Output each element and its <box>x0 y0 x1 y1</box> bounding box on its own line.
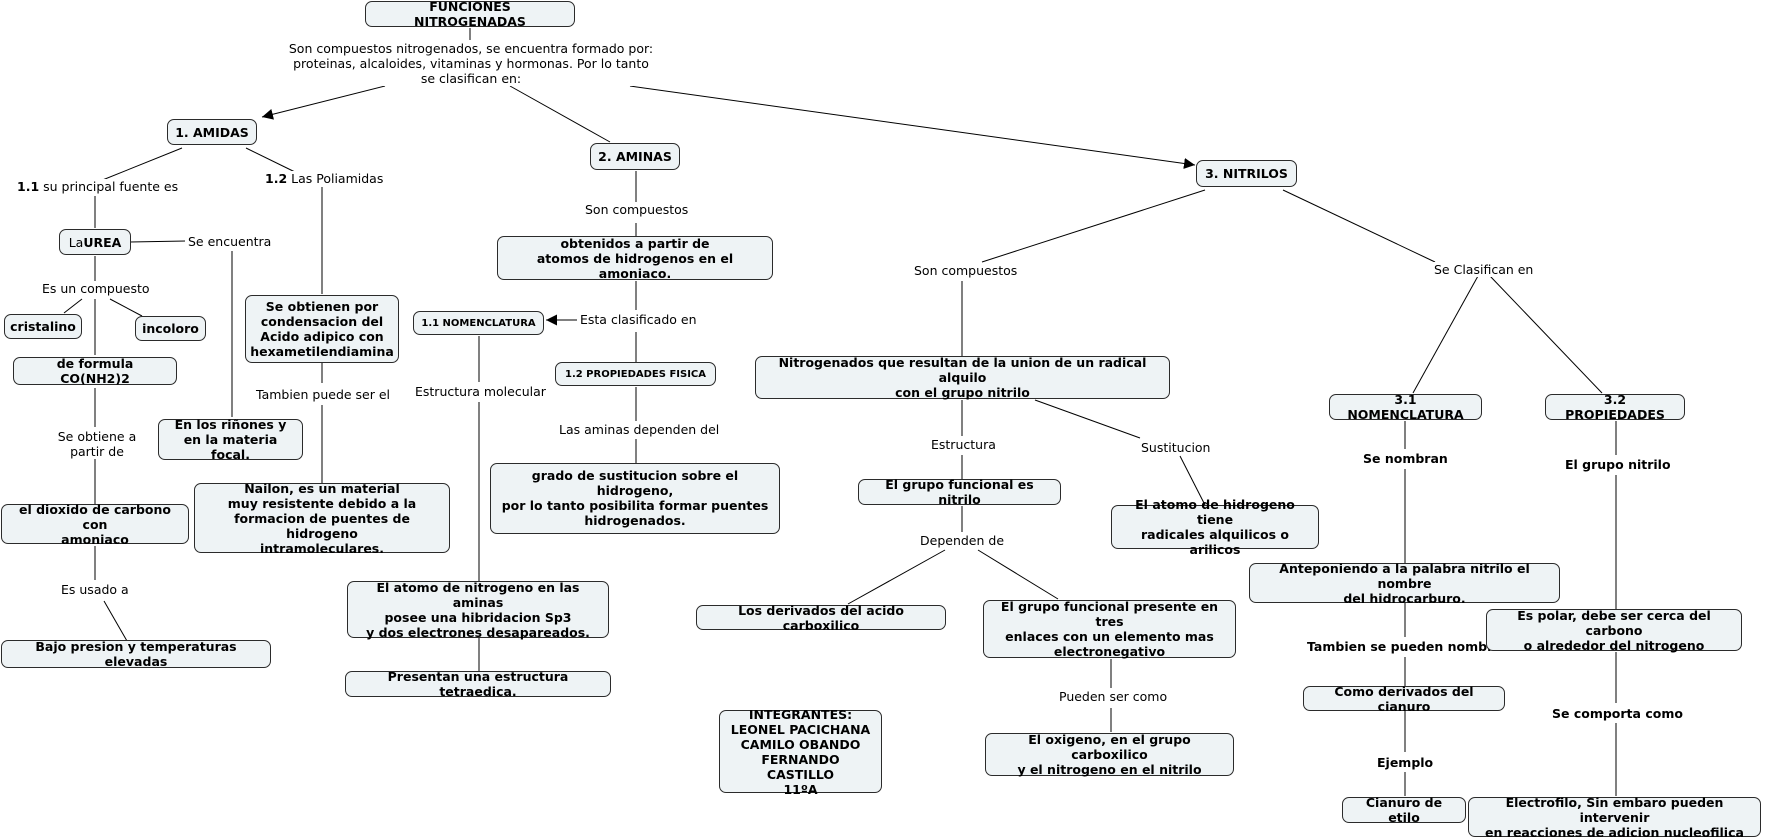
propiedades-nitrilos-node[interactable]: 3.2 PROPIEDADES <box>1545 392 1685 422</box>
amidas-node[interactable]: 1. AMIDAS <box>167 119 257 145</box>
urea-node[interactable]: La UREA <box>59 229 131 255</box>
label-son-compuestos-aminas: Son compuestos <box>582 202 692 217</box>
intro-text: Son compuestos nitrogenados, se encuentr… <box>282 41 660 86</box>
label-poliamidas: 1.2 Las Poliamidas <box>262 171 387 186</box>
grupo-tres-enlaces-node[interactable]: El grupo funcional presente en tres enla… <box>983 599 1236 659</box>
grupo-funcional-node[interactable]: El grupo funcional es nitrilo <box>858 477 1061 507</box>
label-es-usado: Es usado a <box>58 582 132 597</box>
cristalino-node[interactable]: cristalino <box>4 314 82 339</box>
label-se-encuentra: Se encuentra <box>185 234 275 249</box>
obtenidos-node[interactable]: obtenidos a partir de atomos de hidrogen… <box>497 236 773 281</box>
oxigeno-node[interactable]: El oxigeno, en el grupo carboxilico y el… <box>985 732 1234 777</box>
label-se-comporta: Se comporta como <box>1549 706 1686 721</box>
label-principal-fuente: 1.1 su principal fuente es <box>14 179 182 194</box>
formula-node[interactable]: de formula CO(NH2)2 <box>13 356 177 386</box>
cianuro-etilo-node[interactable]: Cianuro de etilo <box>1342 795 1466 825</box>
nomenclatura-nitrilos-node[interactable]: 3.1 NOMENCLATURA <box>1329 392 1482 422</box>
label-se-nombran: Se nombran <box>1360 451 1451 466</box>
label-tambien-nombrar: Tambien se pueden nombrar <box>1304 639 1511 654</box>
es-polar-node[interactable]: Es polar, debe ser cerca del carbono o a… <box>1486 608 1742 653</box>
propiedades-fisicas-node[interactable]: 1.2 PROPIEDADES FISICA <box>555 362 716 386</box>
atomo-nitrogeno-node[interactable]: El atomo de nitrogeno en las aminas pose… <box>347 580 609 640</box>
nitrogenados-node[interactable]: Nitrogenados que resultan de la union de… <box>755 355 1170 400</box>
label-son-compuestos-nitrilos: Son compuestos <box>911 263 1021 278</box>
rinones-node[interactable]: En los riñones y en la materia focal. <box>158 417 303 462</box>
label-ejemplo: Ejemplo <box>1374 755 1437 770</box>
incoloro-node[interactable]: incoloro <box>135 316 206 341</box>
label-el-grupo-nitrilo: El grupo nitrilo <box>1562 457 1674 472</box>
derivados-acido-node[interactable]: Los derivados del acido carboxilico <box>696 603 946 633</box>
label-esta-clasificado: Esta clasificado en <box>577 312 700 327</box>
anteponiendo-node[interactable]: Anteponiendo a la palabra nitrilo el nom… <box>1249 561 1560 606</box>
atomo-hidrogeno-node[interactable]: El atomo de hidrogeno tiene radicales al… <box>1111 497 1319 557</box>
label-tambien-puede: Tambien puede ser el <box>253 387 394 402</box>
nailon-node[interactable]: Nailon, es un material muy resistente de… <box>194 481 450 556</box>
aminas-node[interactable]: 2. AMINAS <box>590 143 680 170</box>
derivados-cianuro-node[interactable]: Como derivados del cianuro <box>1303 684 1505 714</box>
dioxido-node[interactable]: el dioxido de carbono con amoniaco <box>1 502 189 547</box>
label-estructura: Estructura <box>928 437 999 452</box>
label-estructura-molecular: Estructura molecular <box>412 384 549 399</box>
label-se-clasifican: Se Clasifican en <box>1431 262 1537 277</box>
bajo-presion-node[interactable]: Bajo presion y temperaturas elevadas <box>1 639 271 669</box>
root-title-node[interactable]: FUNCIONES NITROGENADAS <box>365 0 575 29</box>
nomenclatura-aminas-node[interactable]: 1.1 NOMENCLATURA <box>413 311 544 335</box>
label-se-obtiene: Se obtiene a partir de <box>52 429 142 459</box>
label-es-un-compuesto: Es un compuesto <box>39 281 153 296</box>
label-dependen-del: Las aminas dependen del <box>556 422 723 437</box>
label-pueden-ser: Pueden ser como <box>1056 689 1171 704</box>
electrofilo-node[interactable]: Electrofilo, Sin embaro pueden interveni… <box>1468 795 1761 839</box>
tetraedica-node[interactable]: Presentan una estructura tetraedica. <box>345 669 611 699</box>
nitrilos-node[interactable]: 3. NITRILOS <box>1196 160 1297 187</box>
grado-sustitucion-node[interactable]: grado de sustitucion sobre el hidrogeno,… <box>490 463 780 534</box>
integrantes-node[interactable]: INTEGRANTES: LEONEL PACICHANA CAMILO OBA… <box>719 707 882 797</box>
label-dependen-de: Dependen de <box>917 533 1008 548</box>
condensacion-node[interactable]: Se obtienen por condensacion del Acido a… <box>245 295 399 363</box>
label-sustitucion: Sustitucion <box>1138 440 1214 455</box>
